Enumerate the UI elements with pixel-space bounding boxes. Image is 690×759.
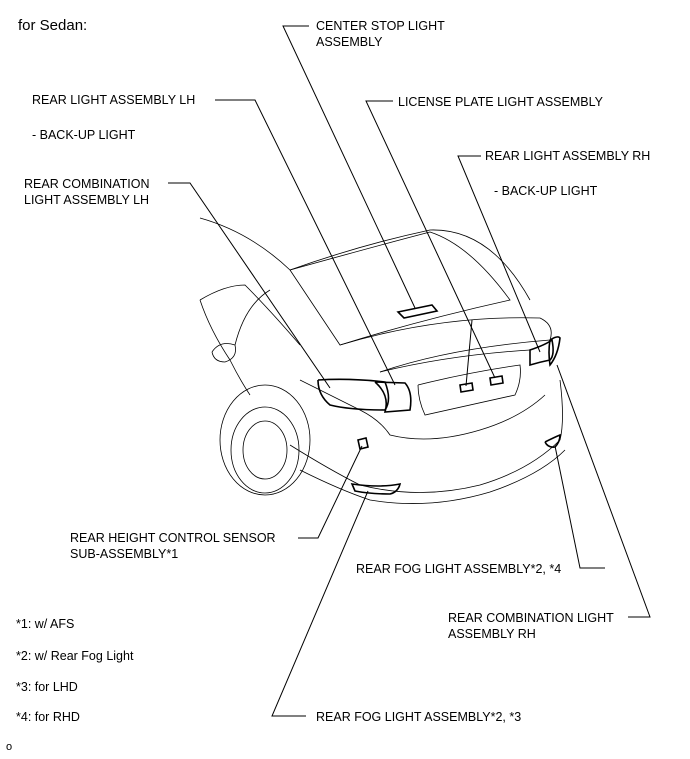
leader-fog-lhd bbox=[271, 490, 369, 717]
leader-fog-rhd bbox=[554, 445, 605, 569]
trunk-lid bbox=[339, 317, 552, 373]
trunk-edge bbox=[379, 349, 531, 373]
leader-lines bbox=[168, 25, 651, 717]
label-center-stop-line2: ASSEMBLY bbox=[316, 35, 383, 49]
label-height-sensor-line2: SUB-ASSEMBLY*1 bbox=[70, 547, 179, 561]
rear-fog-light-lhd bbox=[350, 482, 402, 495]
label-height-sensor-line1: REAR HEIGHT CONTROL SENSOR bbox=[70, 531, 276, 545]
rear-light-rh bbox=[529, 338, 554, 367]
rear-bumper bbox=[289, 379, 563, 493]
lamps bbox=[317, 304, 561, 495]
leader-center-stop bbox=[282, 25, 416, 309]
leader-rear-light-lh bbox=[215, 99, 396, 386]
car-rear-view bbox=[199, 217, 566, 504]
height-sensor bbox=[357, 437, 369, 450]
body-rear bbox=[299, 379, 546, 440]
side-window bbox=[234, 289, 271, 346]
page-title: for Sedan: bbox=[18, 17, 88, 34]
label-rear-light-lh: REAR LIGHT ASSEMBLY LH bbox=[32, 93, 196, 107]
license-plate-light-left bbox=[459, 382, 474, 393]
license-plate-light-right bbox=[489, 375, 504, 386]
leader-rear-combination-rh bbox=[556, 364, 651, 618]
rear-wheel-hub bbox=[242, 420, 288, 480]
rear-light-lh bbox=[374, 381, 412, 413]
leader-height-sensor bbox=[298, 445, 363, 539]
rear-fog-light-rhd bbox=[544, 433, 561, 448]
label-fog-light-rhd: REAR FOG LIGHT ASSEMBLY*2, *4 bbox=[356, 562, 562, 576]
label-rear-light-rh: REAR LIGHT ASSEMBLY RH bbox=[485, 149, 651, 163]
label-rear-combination-rh-line1: REAR COMBINATION LIGHT bbox=[448, 611, 614, 625]
corner-mark: o bbox=[6, 741, 13, 753]
label-rear-combination-lh-line2: LIGHT ASSEMBLY LH bbox=[24, 193, 150, 207]
label-height-sensor: REAR HEIGHT CONTROL SENSOR SUB-ASSEMBLY*… bbox=[70, 530, 276, 562]
rear-window bbox=[289, 231, 511, 346]
c-pillar bbox=[199, 284, 301, 346]
note-3: *3: for LHD bbox=[16, 680, 78, 694]
label-rear-combination-lh: REAR COMBINATION LIGHT ASSEMBLY LH bbox=[24, 176, 149, 208]
note-1: *1: w/ AFS bbox=[16, 617, 75, 631]
label-fog-light-lhd: REAR FOG LIGHT ASSEMBLY*2, *3 bbox=[316, 710, 522, 724]
roof-outline bbox=[199, 217, 531, 301]
leader-license-plate-left bbox=[465, 319, 473, 387]
mirror bbox=[211, 343, 236, 363]
label-backup-rh: - BACK-UP LIGHT bbox=[494, 184, 598, 198]
note-4: *4: for RHD bbox=[16, 710, 80, 724]
rear-combination-light-rh bbox=[548, 336, 561, 367]
label-backup-lh: - BACK-UP LIGHT bbox=[32, 128, 136, 142]
label-rear-combination-rh-line2: ASSEMBLY RH bbox=[448, 627, 536, 641]
body-left bbox=[199, 299, 251, 396]
leader-rear-light-rh bbox=[457, 155, 541, 353]
rear-wheel-arch bbox=[219, 384, 311, 496]
leader-license-plate bbox=[365, 100, 496, 379]
rear-wheel bbox=[230, 406, 300, 494]
label-rear-combination-lh-line1: REAR COMBINATION bbox=[24, 177, 150, 191]
license-recess bbox=[417, 364, 521, 416]
label-center-stop-line1: CENTER STOP LIGHT bbox=[316, 19, 445, 33]
leader-rear-combination-lh bbox=[168, 182, 331, 389]
bumper-lower bbox=[299, 449, 566, 504]
label-rear-combination-rh: REAR COMBINATION LIGHT ASSEMBLY RH bbox=[448, 610, 614, 642]
label-center-stop: CENTER STOP LIGHT ASSEMBLY bbox=[316, 18, 445, 50]
note-2: *2: w/ Rear Fog Light bbox=[16, 649, 134, 663]
label-license-plate: LICENSE PLATE LIGHT ASSEMBLY bbox=[398, 95, 603, 109]
center-stop-light bbox=[396, 304, 439, 319]
